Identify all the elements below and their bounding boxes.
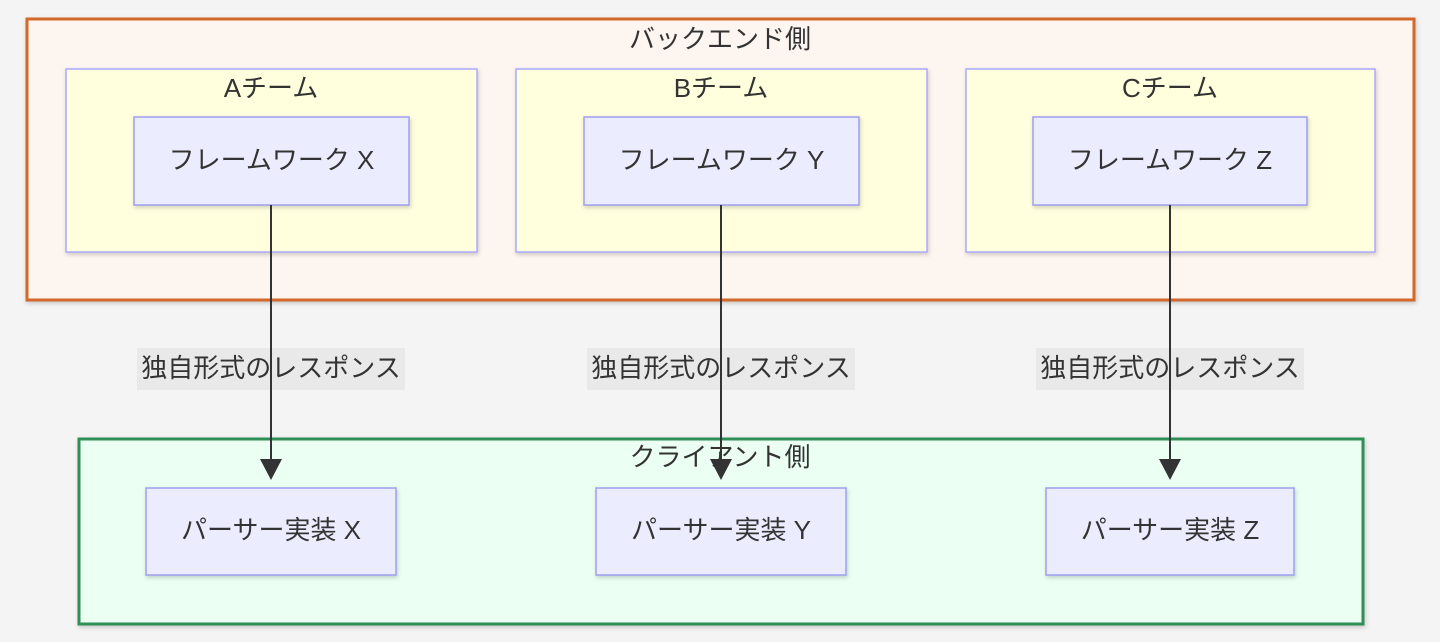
framework-z-label: フレームワーク Z <box>1068 145 1272 175</box>
parser-y-label: パーサー実装 Y <box>631 515 811 545</box>
parser-z-label: パーサー実装 Z <box>1081 515 1260 545</box>
team-c-title: Cチーム <box>1122 73 1218 103</box>
backend-group-title: バックエンド側 <box>629 24 811 54</box>
parser-z-node <box>1045 487 1295 576</box>
edge-z-arrowhead-icon <box>1159 459 1181 480</box>
framework-x-label: フレームワーク X <box>169 145 375 175</box>
team-c-subgraph: Cチーム フレームワーク Z <box>965 68 1376 253</box>
team-a-subgraph: Aチーム フレームワーク X <box>65 68 478 253</box>
edge-y <box>710 205 732 480</box>
framework-z-node <box>1032 116 1308 206</box>
team-b-subgraph: Bチーム フレームワーク Y <box>515 68 928 253</box>
parser-x-label: パーサー実装 X <box>181 515 361 545</box>
framework-x-node <box>133 116 410 206</box>
parser-y-node <box>595 487 847 576</box>
edge-y-arrowhead-icon <box>710 459 732 480</box>
framework-y-label: フレームワーク Y <box>619 145 825 175</box>
edge-x-arrowhead-icon <box>260 459 282 480</box>
edge-z <box>1159 205 1181 480</box>
backend-group: バックエンド側 Aチーム フレームワーク X Bチーム フレームワーク Y Cチ… <box>25 17 1416 302</box>
team-a-title: Aチーム <box>224 73 319 103</box>
team-b-title: Bチーム <box>674 73 769 103</box>
edge-x <box>260 205 282 480</box>
parser-x-node <box>145 487 397 576</box>
